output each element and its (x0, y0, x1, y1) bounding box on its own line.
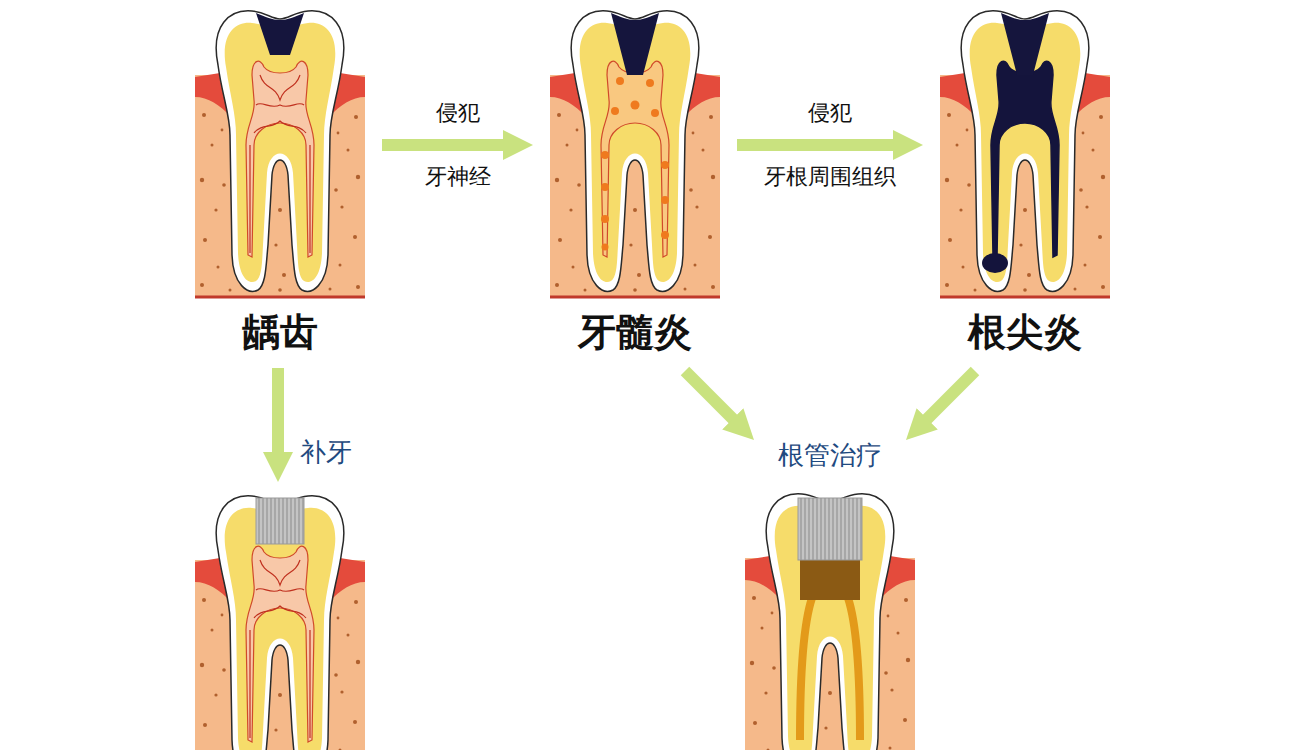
treatment-label: 补牙 (300, 437, 352, 468)
stage-caption: 根管治疗 (778, 440, 882, 471)
progress-arrow (382, 139, 511, 151)
stage-caption: 龋齿 (242, 310, 318, 356)
progress-arrow (737, 139, 901, 151)
stage-caption: 牙髓炎 (578, 310, 692, 356)
stage-caption: 根尖炎 (968, 310, 1082, 356)
disease-stage: 牙髓炎 (545, 5, 725, 367)
disease-stage: 根管治疗 (740, 438, 920, 750)
arrow-label: 侵犯 牙神经 (425, 81, 491, 209)
disease-stage: 龋齿 (190, 5, 370, 367)
fill-arrow (263, 368, 293, 482)
disease-stage: 根尖炎 (935, 5, 1115, 367)
arrow-label: 侵犯 牙根周围组织 (764, 81, 896, 209)
progress-arrow (685, 371, 738, 424)
progress-arrow (922, 371, 975, 424)
